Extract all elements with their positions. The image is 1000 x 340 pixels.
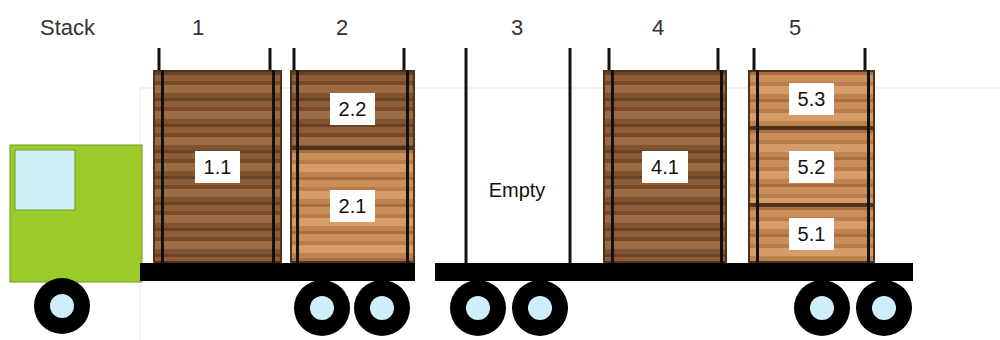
stake xyxy=(756,128,759,205)
stake xyxy=(465,48,468,263)
stack-number: 2 xyxy=(336,15,348,41)
stake xyxy=(756,70,759,128)
hub xyxy=(370,296,394,320)
wooden-crate: 5.2 xyxy=(748,128,875,205)
wheels xyxy=(34,278,912,336)
stake xyxy=(569,48,572,263)
crate-number: 2.2 xyxy=(330,93,376,125)
stack-heading: Stack xyxy=(40,15,95,41)
wheel xyxy=(354,280,410,336)
crate-number: 2.1 xyxy=(330,190,376,222)
stake xyxy=(867,70,870,128)
wheel xyxy=(856,280,912,336)
crate-number: 5.2 xyxy=(789,151,835,183)
stake xyxy=(756,205,759,263)
hub xyxy=(810,296,834,320)
trailer-bed xyxy=(435,263,913,281)
stake xyxy=(296,70,299,148)
hub xyxy=(466,296,490,320)
stack-number: 3 xyxy=(511,15,523,41)
crate-number: 4.1 xyxy=(642,151,688,183)
stake xyxy=(161,70,164,263)
wheel xyxy=(294,280,350,336)
wooden-crate: 4.1 xyxy=(603,70,727,263)
stack-number: 5 xyxy=(789,15,801,41)
stake xyxy=(611,70,614,263)
wooden-crate: 5.1 xyxy=(748,205,875,263)
truck-cab xyxy=(10,145,142,282)
wooden-crate: 2.2 xyxy=(290,70,415,148)
stake xyxy=(406,70,409,148)
wheel xyxy=(512,280,568,336)
empty-note: Empty xyxy=(489,179,546,202)
crate-number: 5.1 xyxy=(789,218,835,250)
wooden-crate: 2.1 xyxy=(290,148,415,263)
stake xyxy=(720,70,723,263)
stack-number: 4 xyxy=(652,15,664,41)
hub xyxy=(310,296,334,320)
stack-number: 1 xyxy=(192,15,204,41)
wheel xyxy=(450,280,506,336)
hub xyxy=(528,296,552,320)
stake xyxy=(272,70,275,263)
wheel xyxy=(34,278,90,334)
trailer-bed xyxy=(140,263,415,281)
crate-number: 1.1 xyxy=(195,151,241,183)
stake xyxy=(296,148,299,263)
wheel xyxy=(794,280,850,336)
crate-number: 5.3 xyxy=(789,83,835,115)
wooden-crate: 5.3 xyxy=(748,70,875,128)
stake xyxy=(867,205,870,263)
cab-window xyxy=(15,150,75,210)
stake xyxy=(406,148,409,263)
wooden-crate: 1.1 xyxy=(153,70,282,263)
hub xyxy=(872,296,896,320)
hub xyxy=(50,294,74,318)
stake xyxy=(867,128,870,205)
